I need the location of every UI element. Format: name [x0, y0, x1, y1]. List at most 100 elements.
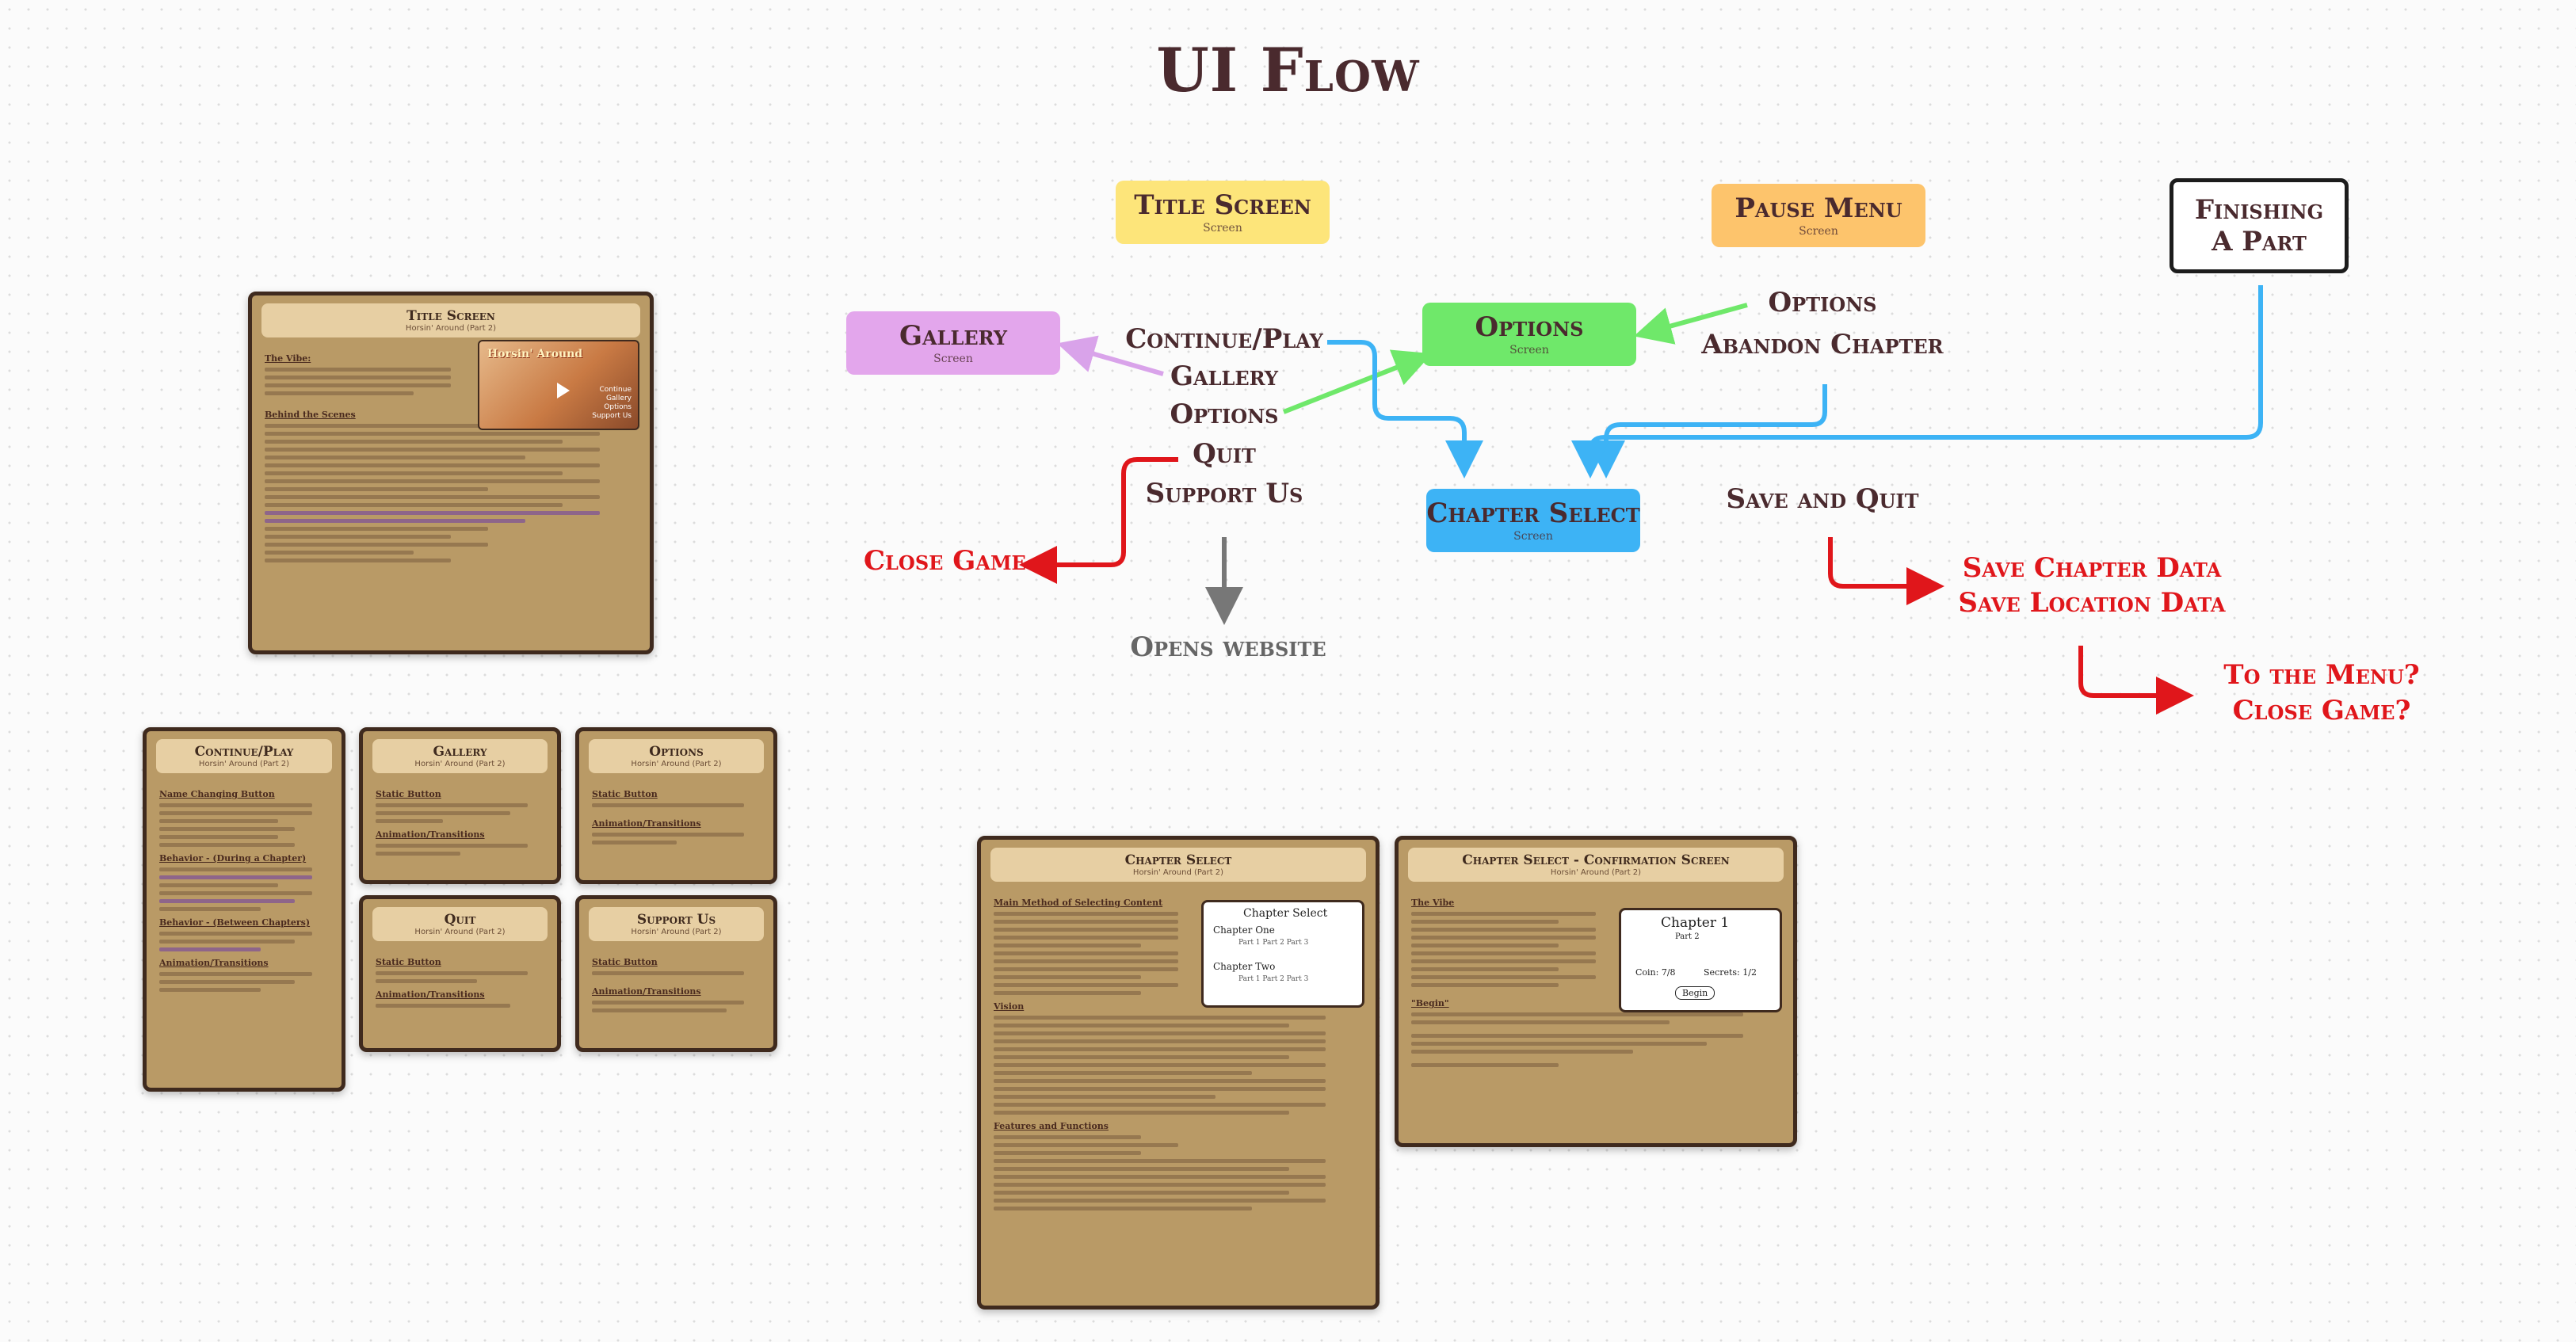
opens-website-label: Opens website [1130, 631, 1326, 663]
card-subtitle: Horsin' Around (Part 2) [414, 760, 506, 768]
card-heading: Features and Functions [994, 1121, 1109, 1131]
card-title: Continue/Play [194, 744, 294, 760]
sketch-chapter-one: Chapter One [1213, 925, 1275, 936]
card-subtitle: Horsin' Around (Part 2) [198, 760, 290, 768]
card-heading: Behavior - (During a Chapter) [159, 853, 307, 864]
card-heading: Static Button [592, 957, 658, 967]
chapter-select-sub: Screen [1513, 530, 1553, 543]
arrow-abandon-chapter [1587, 384, 1827, 478]
card-subtitle: Horsin' Around (Part 2) [405, 324, 497, 333]
chapter-select-node[interactable]: Chapter Select Screen [1426, 489, 1640, 552]
gallery-sub: Screen [933, 353, 973, 365]
sketch-begin-button: Begin [1675, 986, 1715, 1000]
pause-save-and-quit: Save and Quit [1726, 483, 1919, 515]
card-title: Quit [444, 912, 476, 928]
card-body: The Vibe: Behind the Scenes [252, 344, 650, 570]
card-title: Support Us [636, 912, 716, 928]
arrow-save-data [1828, 537, 1944, 605]
title-screen-thumbnail: Horsin' Around Continue Gallery Options … [478, 340, 639, 430]
menu-gallery: Gallery [1170, 360, 1279, 392]
card-subtitle: Horsin' Around (Part 2) [414, 928, 506, 936]
continue-play-card[interactable]: Continue/Play Horsin' Around (Part 2) Na… [143, 727, 345, 1092]
finishing-part-node[interactable]: Finishing A Part [2170, 178, 2349, 273]
card-body: Static Button Animation/Transitions [579, 947, 773, 1020]
pause-abandon-chapter: Abandon Chapter [1701, 329, 1944, 360]
card-heading: Static Button [376, 957, 441, 967]
title-screen-node[interactable]: Title Screen Screen [1116, 181, 1330, 244]
menu-quit: Quit [1193, 438, 1256, 470]
card-heading: Vision [994, 1001, 1025, 1012]
card-title: Gallery [433, 744, 487, 760]
title-screen-sub: Screen [1203, 222, 1242, 234]
card-subtitle: Horsin' Around (Part 2) [1132, 868, 1224, 877]
pause-menu-sub: Screen [1799, 225, 1838, 238]
card-heading: Animation/Transitions [592, 818, 701, 829]
card-header: Quit Horsin' Around (Part 2) [372, 907, 548, 941]
card-heading: Behavior - (Between Chapters) [159, 917, 311, 928]
card-heading: Animation/Transitions [376, 829, 485, 840]
title-screen-label: Title Screen [1134, 189, 1311, 221]
save-location-data-label: Save Location Data [1958, 587, 2226, 619]
page-title: UI Flow [1156, 35, 1420, 105]
play-icon [557, 383, 570, 398]
gallery-card[interactable]: Gallery Horsin' Around (Part 2) Static B… [359, 727, 561, 884]
card-heading: Animation/Transitions [376, 989, 485, 1000]
thumbnail-menu: Continue Gallery Options Support Us [592, 386, 632, 420]
thumbnail-logo: Horsin' Around [487, 348, 583, 360]
card-heading: Static Button [376, 789, 441, 799]
chapter-confirm-card[interactable]: Chapter Select - Confirmation Screen Hor… [1395, 836, 1797, 1147]
card-body: Static Button Animation/Transitions [363, 947, 557, 1015]
close-game-q-label: Close Game? [2232, 695, 2411, 726]
title-screen-card[interactable]: Title Screen Horsin' Around (Part 2) The… [248, 292, 654, 654]
gallery-node[interactable]: Gallery Screen [846, 311, 1060, 375]
save-chapter-data-label: Save Chapter Data [1962, 552, 2222, 584]
card-body: Static Button Animation/Transitions [579, 780, 773, 852]
arrow-to-menu [2078, 646, 2194, 715]
card-subtitle: Horsin' Around (Part 2) [631, 928, 722, 936]
sketch-parts: Part 1 Part 2 Part 3 [1238, 939, 1309, 947]
pause-options: Options [1768, 287, 1877, 318]
pause-menu-label: Pause Menu [1735, 193, 1902, 224]
chapter-select-card[interactable]: Chapter Select Horsin' Around (Part 2) M… [977, 836, 1380, 1310]
card-header: Title Screen Horsin' Around (Part 2) [261, 303, 640, 337]
chapter-select-label: Chapter Select [1426, 498, 1640, 529]
card-body: Name Changing Button Behavior - (During … [147, 780, 342, 999]
card-subtitle: Horsin' Around (Part 2) [631, 760, 722, 768]
support-us-card[interactable]: Support Us Horsin' Around (Part 2) Stati… [575, 895, 777, 1052]
options-card[interactable]: Options Horsin' Around (Part 2) Static B… [575, 727, 777, 884]
card-title: Chapter Select [1124, 852, 1232, 868]
sketch-secrets: Secrets: 1/2 [1704, 967, 1757, 978]
card-subtitle: Horsin' Around (Part 2) [1550, 868, 1642, 877]
card-body: Main Method of Selecting Content Vision … [981, 888, 1376, 1218]
finishing-label-2: A Part [2212, 226, 2307, 257]
options-sub: Screen [1509, 344, 1549, 356]
chapter-select-sketch: Chapter Select Chapter One Part 1 Part 2… [1201, 900, 1364, 1008]
card-heading: Animation/Transitions [592, 986, 701, 997]
card-header: Chapter Select - Confirmation Screen Hor… [1408, 848, 1784, 882]
card-heading: The Vibe: [265, 353, 311, 364]
card-body: Static Button Animation/Transitions [363, 780, 557, 863]
card-heading: Behind the Scenes [265, 410, 356, 420]
card-title: Options [649, 744, 704, 760]
sketch-chapter-two: Chapter Two [1213, 961, 1276, 972]
to-the-menu-label: To the Menu? [2223, 659, 2420, 691]
sketch-heading: Chapter Select [1243, 907, 1328, 920]
sketch-coins: Coin: 7/8 [1635, 967, 1676, 978]
card-heading: Main Method of Selecting Content [994, 898, 1163, 908]
card-title: Title Screen [406, 308, 495, 324]
sketch-part: Part 2 [1675, 932, 1700, 941]
card-header: Options Horsin' Around (Part 2) [589, 739, 764, 773]
card-heading: The Vibe [1411, 898, 1455, 908]
pause-menu-node[interactable]: Pause Menu Screen [1712, 184, 1925, 247]
sketch-chapter: Chapter 1 [1661, 915, 1730, 931]
gallery-label: Gallery [899, 320, 1008, 352]
quit-card[interactable]: Quit Horsin' Around (Part 2) Static Butt… [359, 895, 561, 1052]
options-node[interactable]: Options Screen [1422, 303, 1636, 366]
card-title: Chapter Select - Confirmation Screen [1462, 852, 1730, 868]
card-heading: "Begin" [1411, 998, 1449, 1008]
sketch-parts: Part 1 Part 2 Part 3 [1238, 975, 1309, 983]
menu-options: Options [1170, 398, 1279, 430]
card-body: The Vibe "Begin" [1399, 888, 1793, 1074]
confirm-sketch: Chapter 1 Part 2 Coin: 7/8 Secrets: 1/2 … [1619, 908, 1782, 1012]
menu-support-us: Support Us [1145, 478, 1303, 509]
